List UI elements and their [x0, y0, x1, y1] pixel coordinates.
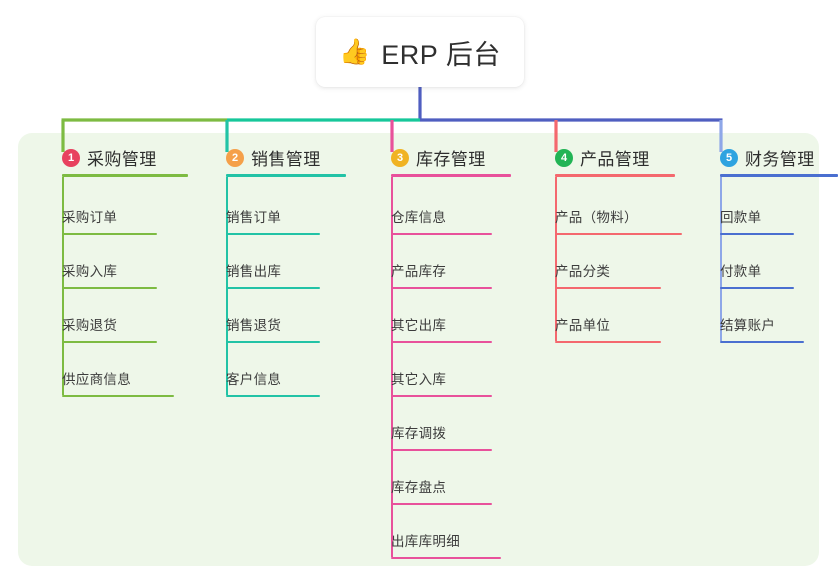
- branch-item-rule: [555, 287, 661, 289]
- branch-item-rule: [391, 395, 492, 397]
- branch-header-1[interactable]: 1 采购管理: [62, 145, 157, 170]
- branch-header-3[interactable]: 3 库存管理: [391, 145, 486, 170]
- branch-item[interactable]: 产品分类: [537, 249, 663, 303]
- branch-item-rule: [720, 233, 794, 235]
- branch-item[interactable]: 库存调拨: [373, 411, 494, 465]
- root-label: ERP 后台: [381, 39, 501, 70]
- branch-item-rule: [226, 287, 320, 289]
- branch-spine: [226, 177, 228, 395]
- branches-panel: [18, 133, 819, 566]
- branch-spine: [720, 177, 722, 341]
- branch-item-label: 付款单: [720, 264, 762, 279]
- branch-item[interactable]: 库存盘点: [373, 465, 494, 519]
- branch-item-label: 产品单位: [555, 318, 611, 333]
- branch-item-label: 销售订单: [226, 210, 282, 225]
- branch-item[interactable]: 仓库信息: [373, 195, 494, 249]
- branch-item-rule: [62, 341, 157, 343]
- branch-title: 销售管理: [251, 150, 321, 169]
- branch-item-label: 库存调拨: [391, 426, 447, 441]
- branch-item-label: 产品分类: [555, 264, 611, 279]
- branch-item[interactable]: 产品单位: [537, 303, 663, 357]
- branch-item-label: 其它出库: [391, 318, 447, 333]
- branch-item-rule: [391, 449, 492, 451]
- branch-item[interactable]: 销售订单: [208, 195, 322, 249]
- branch-item-rule: [62, 395, 174, 397]
- branch-item-label: 采购订单: [62, 210, 118, 225]
- branch-item-rule: [555, 341, 661, 343]
- branch-item-label: 产品库存: [391, 264, 447, 279]
- branch-spine: [391, 177, 393, 557]
- branch-item-rule: [226, 233, 320, 235]
- branch-item-label: 结算账户: [720, 318, 776, 333]
- branch-title: 财务管理: [745, 150, 815, 169]
- branch-item[interactable]: 付款单: [702, 249, 796, 303]
- branch-header-rule: [391, 174, 511, 177]
- branch-item-label: 采购入库: [62, 264, 118, 279]
- branch-item-label: 产品（物料）: [555, 210, 638, 225]
- branch-number-badge: 3: [391, 148, 409, 167]
- branch-header-5[interactable]: 5 财务管理: [720, 145, 815, 170]
- branch-columns: 1 采购管理采购订单采购入库采购退货供应商信息 2 销售管理销售订单销售出库销售退货客…: [18, 133, 838, 566]
- branch-item-rule: [62, 233, 157, 235]
- branch-item[interactable]: 结算账户: [702, 303, 806, 357]
- branch-item-label: 销售出库: [226, 264, 282, 279]
- branch-item-label: 仓库信息: [391, 210, 447, 225]
- branch-item[interactable]: 产品库存: [373, 249, 494, 303]
- branch-item[interactable]: 其它入库: [373, 357, 494, 411]
- branch-item[interactable]: 产品（物料）: [537, 195, 684, 249]
- branch-item-label: 供应商信息: [62, 372, 131, 387]
- branch-item-rule: [555, 233, 682, 235]
- branch-item-rule: [391, 341, 492, 343]
- branch-item[interactable]: 其它出库: [373, 303, 494, 357]
- branch-item[interactable]: 销售出库: [208, 249, 322, 303]
- branch-item-rule: [226, 341, 320, 343]
- branch-number-badge: 5: [720, 148, 738, 167]
- branch-item-label: 客户信息: [226, 372, 282, 387]
- branch-item-label: 采购退货: [62, 318, 118, 333]
- branch-number-badge: 1: [62, 148, 80, 167]
- branch-item-rule: [226, 395, 320, 397]
- branch-title: 采购管理: [87, 150, 157, 169]
- branch-header-4[interactable]: 4 产品管理: [555, 145, 650, 170]
- branch-spine: [62, 177, 64, 395]
- branch-item-rule: [391, 557, 501, 559]
- branch-item-rule: [391, 503, 492, 505]
- branch-item-rule: [391, 287, 492, 289]
- branch-item[interactable]: 回款单: [702, 195, 796, 249]
- branch-item[interactable]: 客户信息: [208, 357, 322, 411]
- branch-item[interactable]: 采购订单: [44, 195, 159, 249]
- root-node[interactable]: 👍 ERP 后台: [316, 17, 524, 87]
- branch-item[interactable]: 供应商信息: [44, 357, 176, 411]
- branch-title: 产品管理: [580, 150, 650, 169]
- branch-item[interactable]: 出库库明细: [373, 519, 503, 573]
- branch-item-rule: [62, 287, 157, 289]
- branch-spine: [555, 177, 557, 341]
- branch-item-rule: [391, 233, 492, 235]
- branch-item-label: 库存盘点: [391, 480, 447, 495]
- branch-header-rule: [720, 174, 838, 177]
- branch-header-2[interactable]: 2 销售管理: [226, 145, 321, 170]
- branch-number-badge: 2: [226, 148, 244, 167]
- branch-item[interactable]: 采购退货: [44, 303, 159, 357]
- branch-item-label: 其它入库: [391, 372, 447, 387]
- branch-header-rule: [62, 174, 188, 177]
- branch-item-label: 出库库明细: [391, 534, 460, 549]
- branch-item-label: 回款单: [720, 210, 762, 225]
- branch-item-rule: [720, 287, 794, 289]
- branch-header-rule: [226, 174, 346, 177]
- branch-item[interactable]: 销售退货: [208, 303, 322, 357]
- branch-number-badge: 4: [555, 148, 573, 167]
- branch-item[interactable]: 采购入库: [44, 249, 159, 303]
- branch-header-rule: [555, 174, 675, 177]
- branch-title: 库存管理: [416, 150, 486, 169]
- branch-item-rule: [720, 341, 804, 343]
- thumbs-up-icon: 👍: [339, 37, 371, 66]
- branch-item-label: 销售退货: [226, 318, 282, 333]
